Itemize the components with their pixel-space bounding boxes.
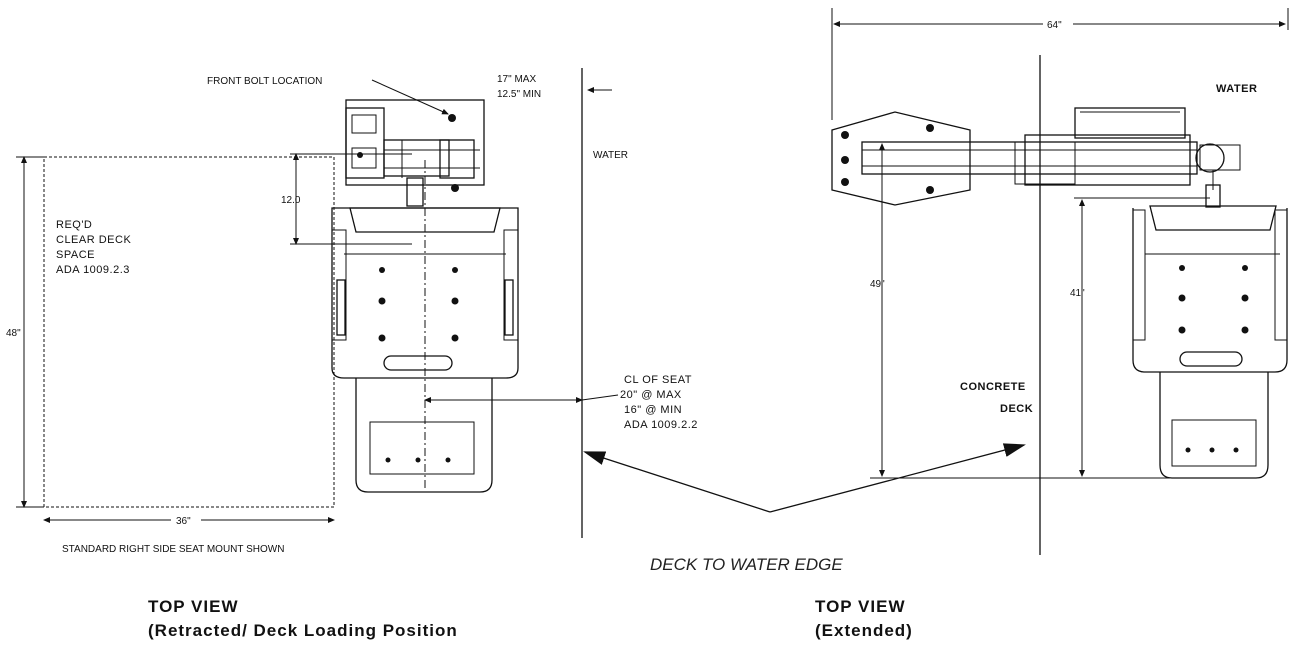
- deck-label: DECK: [1000, 403, 1033, 415]
- seat-retracted: [331, 160, 519, 493]
- deck-to-water-callout: DECK TO WATER EDGE: [583, 443, 1026, 574]
- dim-48-label: 48": [6, 328, 21, 339]
- req-line-2: CLEAR DECK: [56, 234, 131, 246]
- req-line-1: REQ'D: [56, 219, 92, 231]
- left-view: 48" 36" REQ'D CLEAR DECK SPACE ADA 1009.…: [6, 68, 698, 640]
- cl-seat-label: CL OF SEAT: [624, 374, 692, 386]
- clear-deck-space-outline: [43, 156, 335, 508]
- front-bolt-label: FRONT BOLT LOCATION: [207, 76, 322, 87]
- dim-49-label: 49": [870, 279, 885, 290]
- lift-arm-extended: [831, 107, 1241, 208]
- right-title-line2: (Extended): [815, 621, 913, 640]
- ada-1009-2-2-label: ADA 1009.2.2: [624, 419, 698, 431]
- right-title-line1: TOP VIEW: [815, 597, 906, 616]
- req-line-3: SPACE: [56, 249, 95, 261]
- min-16-label: 16" @ MIN: [624, 404, 682, 416]
- concrete-label: CONCRETE: [960, 381, 1026, 393]
- left-title-line1: TOP VIEW: [148, 597, 239, 616]
- dim-41-label: 41": [1070, 288, 1085, 299]
- dim-36-label: 36": [176, 516, 191, 527]
- dim-120-label: 12.0: [281, 195, 301, 206]
- dim-64-label: 64": [1047, 20, 1062, 31]
- req-line-4: ADA 1009.2.3: [56, 264, 130, 276]
- max-17-label: 17" MAX: [497, 74, 536, 85]
- front-bolt-leader: [371, 79, 449, 115]
- lift-mechanism: [345, 99, 485, 207]
- standard-mount-note: STANDARD RIGHT SIDE SEAT MOUNT SHOWN: [62, 544, 284, 555]
- seat-extended: [1132, 205, 1288, 479]
- water-label-left: WATER: [593, 150, 628, 161]
- left-title-line2: (Retracted/ Deck Loading Position: [148, 621, 458, 640]
- deck-to-water-caption: DECK TO WATER EDGE: [650, 555, 843, 574]
- max-20-label: 20" @ MAX: [620, 389, 682, 401]
- right-view: 64" WATER 49": [815, 8, 1289, 640]
- water-label-right: WATER: [1216, 83, 1257, 95]
- min-125-label: 12.5" MIN: [497, 89, 541, 100]
